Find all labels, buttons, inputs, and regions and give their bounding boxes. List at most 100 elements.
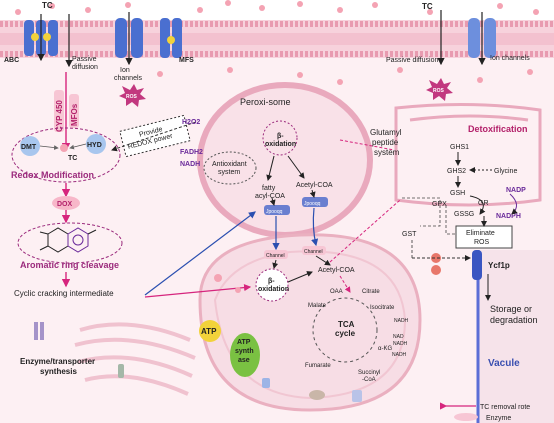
ycf1p-label: Ycf1p [488,261,510,270]
tc-dots-cyto [214,274,241,293]
svg-text:ATP: ATP [201,327,217,336]
gssg-label: GSSG [454,211,474,218]
ion-channel-left [115,12,143,66]
ros-badge-right: ROS [426,78,453,101]
dox-enzyme: DOX [52,196,80,210]
ghs1-label: GHS1 [450,144,469,151]
detoxification-label: Detoxification [468,124,528,134]
nad-label: NAD [393,334,404,340]
aromatic-ring-structure [39,227,97,253]
passive-diffusion-label-right: Passive diffusion [386,57,439,64]
svg-text:Channel: Channel [304,249,323,255]
nadp-label: NADP [506,187,526,194]
extracellular-space [0,0,554,20]
gsh-label: GSH [450,190,465,197]
ppa-transporter-right: Jpooqq [302,197,328,207]
nadh-label-1: NADH [394,318,409,324]
tc-label-left: TC [42,1,53,10]
mitochondrion [198,233,422,412]
ppa-to-channel-right-arrow [311,207,319,247]
svg-text:β-oxidation: β-oxidation [258,278,289,293]
abc-transporter [24,14,58,62]
svg-text:DOX: DOX [57,201,73,208]
citrate-label: Citrate [362,289,380,295]
mfos-enzyme: MFOs [69,94,79,128]
svg-text:ROS: ROS [126,94,138,100]
nadp-nadph-cycle [509,193,518,215]
channel-left: Channel [264,250,288,259]
cyp450-enzyme: CYP 450 [54,90,64,132]
malate-label: Malate [308,303,327,309]
tc-molecule-dots [15,0,539,85]
tc-label-right: TC [422,2,433,11]
gsh-dashed-network [402,197,460,235]
svg-text:Channel: Channel [266,253,285,259]
ghs2-label: GHS2 [447,168,466,175]
beta-ox-to-fatty-arrow [266,155,275,181]
beta-oxidation-mitochondrion: β-oxidation [255,268,289,302]
provide-redox-box [119,114,191,158]
acetyl-coa-peroxisome-label: Acetyl-COA [296,182,333,189]
legend-enzyme: Enzyme [486,415,511,422]
ppa-transporter-left: Jpooqq [264,205,290,215]
svg-text:HYD: HYD [87,142,102,149]
gsh-gssg-cycle [469,195,486,215]
svg-text:ROS: ROS [433,88,445,94]
fadh2-label: FADH2 [180,149,203,156]
oaa-label: OAA [330,289,343,295]
redox-modification-label: Redox Modification [11,170,94,180]
vacuole [476,250,554,423]
svg-text:Jpooqq: Jpooqq [304,201,321,207]
h2o2-label: H2O2 [182,119,200,126]
acetyl-coa-mito-label: Acetyl-COA [318,267,355,274]
nadph-label: NADPH [496,213,521,220]
channel-to-acetyl-arrow [315,255,331,266]
aromatic-ring-group [17,222,123,264]
legend-tc-removal: TC removal rote [480,404,530,411]
golgi-detox-structure [394,102,542,207]
fumarate-label: Fumarate [305,363,331,369]
acetyl-to-ppa-arrow [309,189,316,198]
beta-ox-to-acetyl-arrow [287,155,305,179]
peroxisome-to-detox-dashed [339,139,395,151]
transporter-icon-small [34,322,44,340]
svg-text:β-oxidation: β-oxidation [265,133,296,148]
mfs-transporter [160,18,182,58]
tc-center-label: TC [68,155,77,162]
tc-gsh-conjugate [431,253,441,275]
ros-badge-left: ROS [119,84,146,107]
channel-to-beta-ox-arrow [272,259,279,269]
hyd-enzyme: HYD [86,134,106,154]
tc-molecule-center [60,144,68,152]
dmt-to-tc-arrow [39,145,59,150]
endoplasmic-reticulum [74,322,196,396]
redox-modification-group [11,127,121,183]
gpx-label: GPX [432,201,447,208]
akg-label: α-KG [378,346,392,352]
beta-ox-to-acetyl-arrow-mito [287,271,313,283]
abc-label: ABC [4,57,19,64]
acetyl-to-detox-dashed [329,199,401,263]
svg-text:DMT: DMT [21,144,37,151]
isocitrate-label: Isocitrate [370,305,395,311]
hyd-to-tc-arrow [69,143,87,150]
cyclic-to-mito-arrow [144,283,252,298]
svg-text:Jpooqq: Jpooqq [266,209,283,215]
vacuole-label: Vacule [488,358,520,369]
svg-text:CYP 450: CYP 450 [55,100,64,132]
nadh-label-peroxisome: NADH [180,161,200,168]
nadh-label-3: NADH [392,352,407,358]
atp-badge: ATP [199,320,221,342]
dmt-enzyme: DMT [20,136,40,156]
